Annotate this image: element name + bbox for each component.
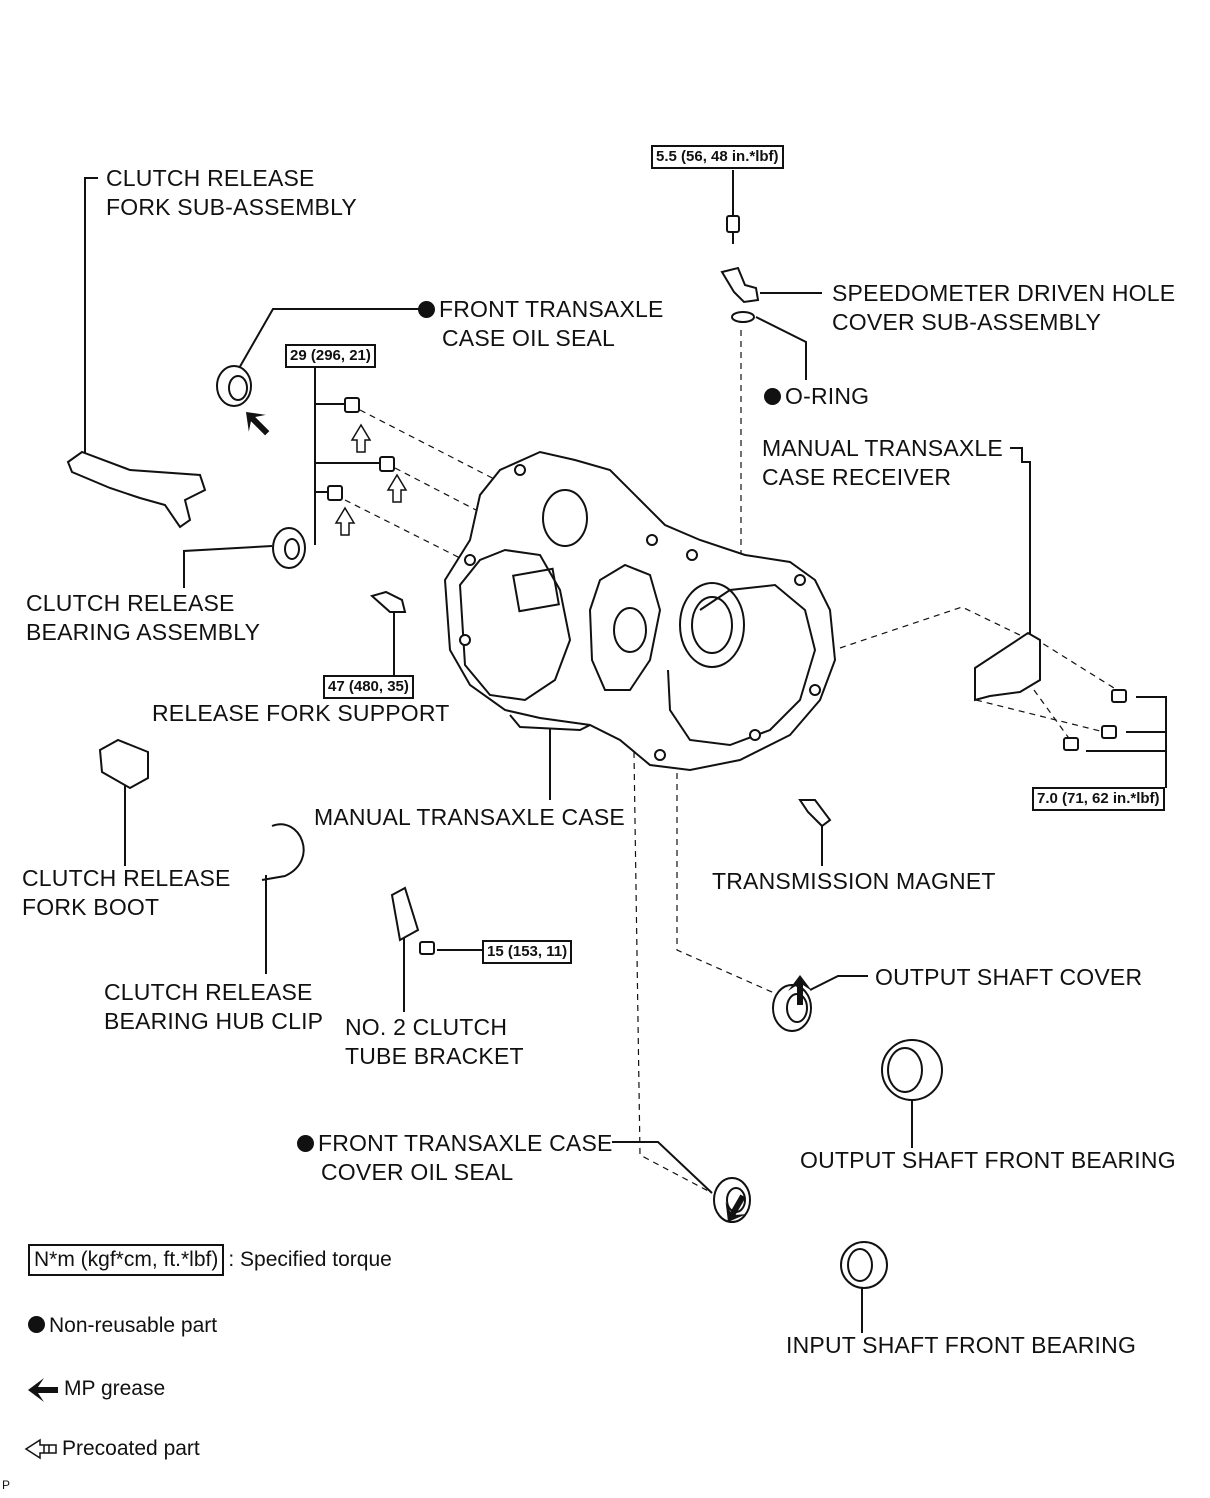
torque-case-bolts: 29 (296, 21) xyxy=(285,344,376,368)
label-output-front-bearing: OUTPUT SHAFT FRONT BEARING xyxy=(800,1147,1176,1173)
torque-fork-support: 47 (480, 35) xyxy=(323,675,414,699)
mp-grease-arrow xyxy=(237,403,276,442)
release-bearing-part xyxy=(272,527,306,569)
leader-output-cover xyxy=(809,975,868,991)
corner-mark: P xyxy=(2,1478,11,1492)
transaxle-case-housing xyxy=(443,450,837,772)
speedometer-cover-part xyxy=(720,266,760,304)
legend-specified-torque: N*m (kgf*cm, ft.*lbf): Specified torque xyxy=(28,1244,392,1276)
tube-bracket-part xyxy=(390,886,420,942)
label-transaxle-case: MANUAL TRANSAXLE CASE xyxy=(314,804,625,830)
non-reusable-dot-icon xyxy=(764,388,781,405)
hub-clip-part xyxy=(261,823,305,881)
legend-torque-box: N*m (kgf*cm, ft.*lbf) xyxy=(28,1244,225,1276)
torque-bracket: 15 (153, 11) xyxy=(482,940,573,964)
non-reusable-dot-icon xyxy=(297,1135,314,1152)
precoated-arrow xyxy=(386,473,408,503)
output-front-bearing-part xyxy=(881,1039,943,1101)
case-receiver-part xyxy=(974,631,1041,702)
precoated-arrow xyxy=(334,506,356,536)
precoated-icon xyxy=(24,1438,57,1460)
torque-speedometer: 5.5 (56, 48 in.*lbf) xyxy=(651,145,784,169)
legend-mp-grease: MP grease xyxy=(64,1377,166,1400)
non-reusable-dot-icon xyxy=(28,1316,45,1333)
leader-receiver-bolts xyxy=(1136,696,1167,788)
non-reusable-dot-icon xyxy=(418,301,435,318)
label-input-front-bearing: INPUT SHAFT FRONT BEARING xyxy=(786,1332,1137,1358)
fork-support-part xyxy=(369,590,407,613)
legend-non-reusable: Non-reusable part xyxy=(28,1312,217,1340)
torque-receiver: 7.0 (71, 62 in.*lbf) xyxy=(1032,787,1165,811)
output-shaft-cover-part xyxy=(772,984,812,1032)
mp-grease-icon xyxy=(28,1378,58,1402)
leader-cover-seal xyxy=(612,1141,713,1194)
leader-receiver xyxy=(1010,447,1031,640)
front-case-oil-seal-part xyxy=(216,365,252,407)
fork-boot-part xyxy=(98,738,149,790)
label-output-shaft-cover: OUTPUT SHAFT COVER xyxy=(875,964,1143,990)
label-cover-oil-seal: FRONT TRANSAXLE CASE COVER OIL SEAL xyxy=(297,1129,613,1187)
leader-fork xyxy=(78,177,98,463)
label-o-ring: O-RING xyxy=(764,382,869,411)
label-front-case-oil-seal: FRONT TRANSAXLE CASE OIL SEAL xyxy=(418,295,664,353)
precoated-arrow xyxy=(350,423,372,453)
leader-front-seal xyxy=(237,308,420,371)
leader-oring xyxy=(755,316,807,380)
transmission-magnet-part xyxy=(798,799,832,828)
leader-bearing xyxy=(183,545,273,588)
label-fork-support: RELEASE FORK SUPPORT xyxy=(152,700,450,726)
clutch-release-fork-part xyxy=(66,450,207,529)
legend-precoated: Precoated part xyxy=(62,1437,200,1460)
label-transmission-magnet: TRANSMISSION MAGNET xyxy=(712,868,996,894)
o-ring-part xyxy=(731,311,755,323)
